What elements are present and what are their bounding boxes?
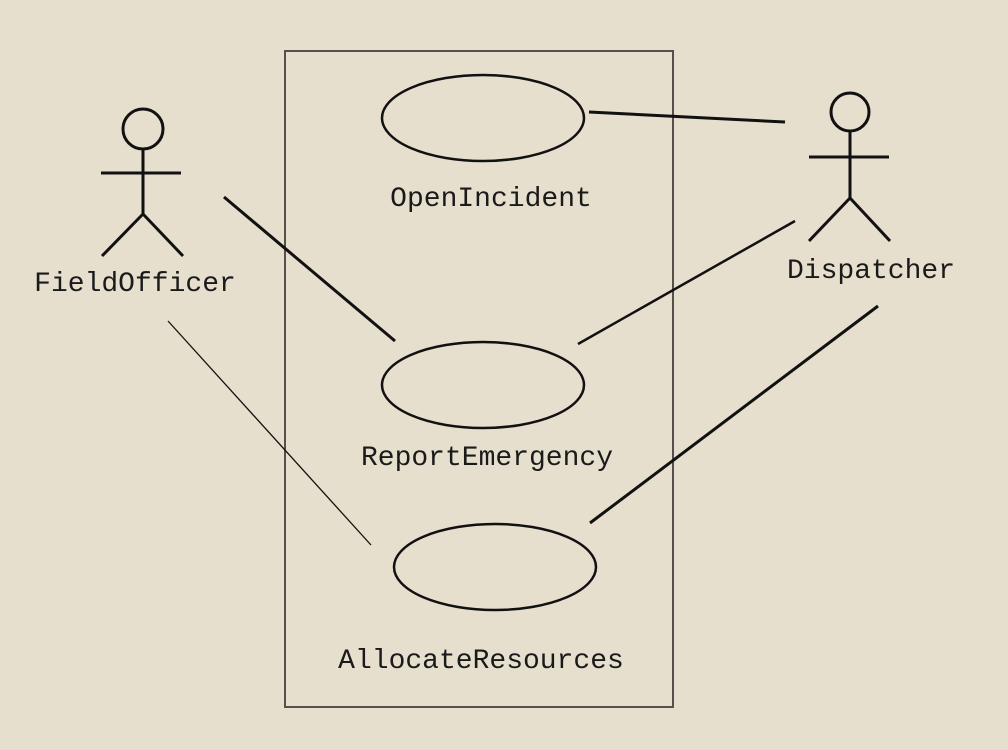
association-fieldofficer-reportemergency [223,195,396,343]
system-boundary [284,50,674,708]
actor-fieldofficer-icon[interactable] [100,107,185,258]
use-case-ellipse-reportemergency[interactable] [380,340,586,430]
use-case-ellipse-openincident[interactable] [380,73,586,163]
association-dispatcher-openincident [588,110,786,124]
actor-label-dispatcher: Dispatcher [787,256,955,287]
association-fieldofficer-allocateresources [167,320,372,546]
association-dispatcher-allocateresources [589,304,879,525]
association-dispatcher-reportemergency [577,219,796,346]
use-case-label-allocateresources: AllocateResources [338,646,624,677]
actor-dispatcher-icon[interactable] [807,91,892,243]
use-case-ellipse-allocateresources[interactable] [392,522,598,612]
actor-label-fieldofficer: FieldOfficer [34,269,236,300]
use-case-label-openincident: OpenIncident [390,184,592,215]
use-case-label-reportemergency: ReportEmergency [361,443,613,474]
